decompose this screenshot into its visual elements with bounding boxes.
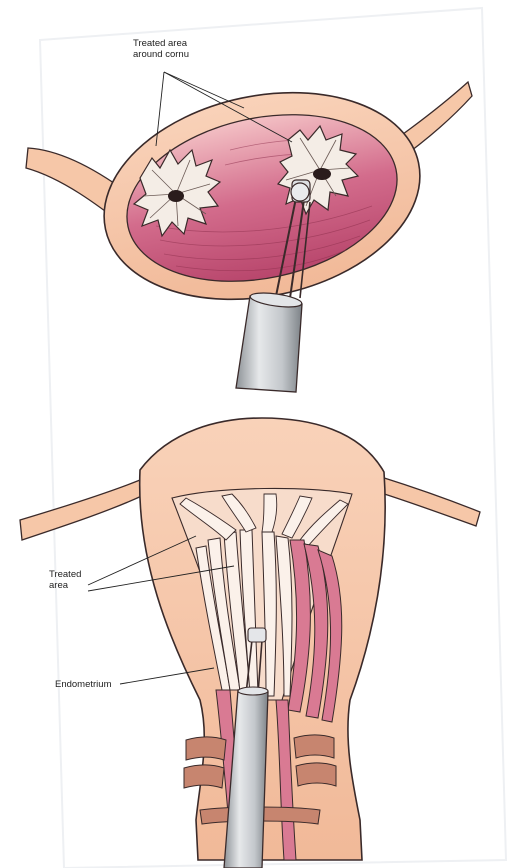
label-treated-line1: Treated	[49, 569, 81, 580]
label-treated-line2: area	[49, 580, 81, 591]
label-treated-area-around-cornu: Treated area around cornu	[133, 38, 189, 60]
label-cornu-line1: Treated area	[133, 38, 189, 49]
label-endometrium: Endometrium	[55, 679, 112, 690]
label-cornu-line2: around cornu	[133, 49, 189, 60]
label-treated-area: Treated area	[49, 569, 81, 591]
